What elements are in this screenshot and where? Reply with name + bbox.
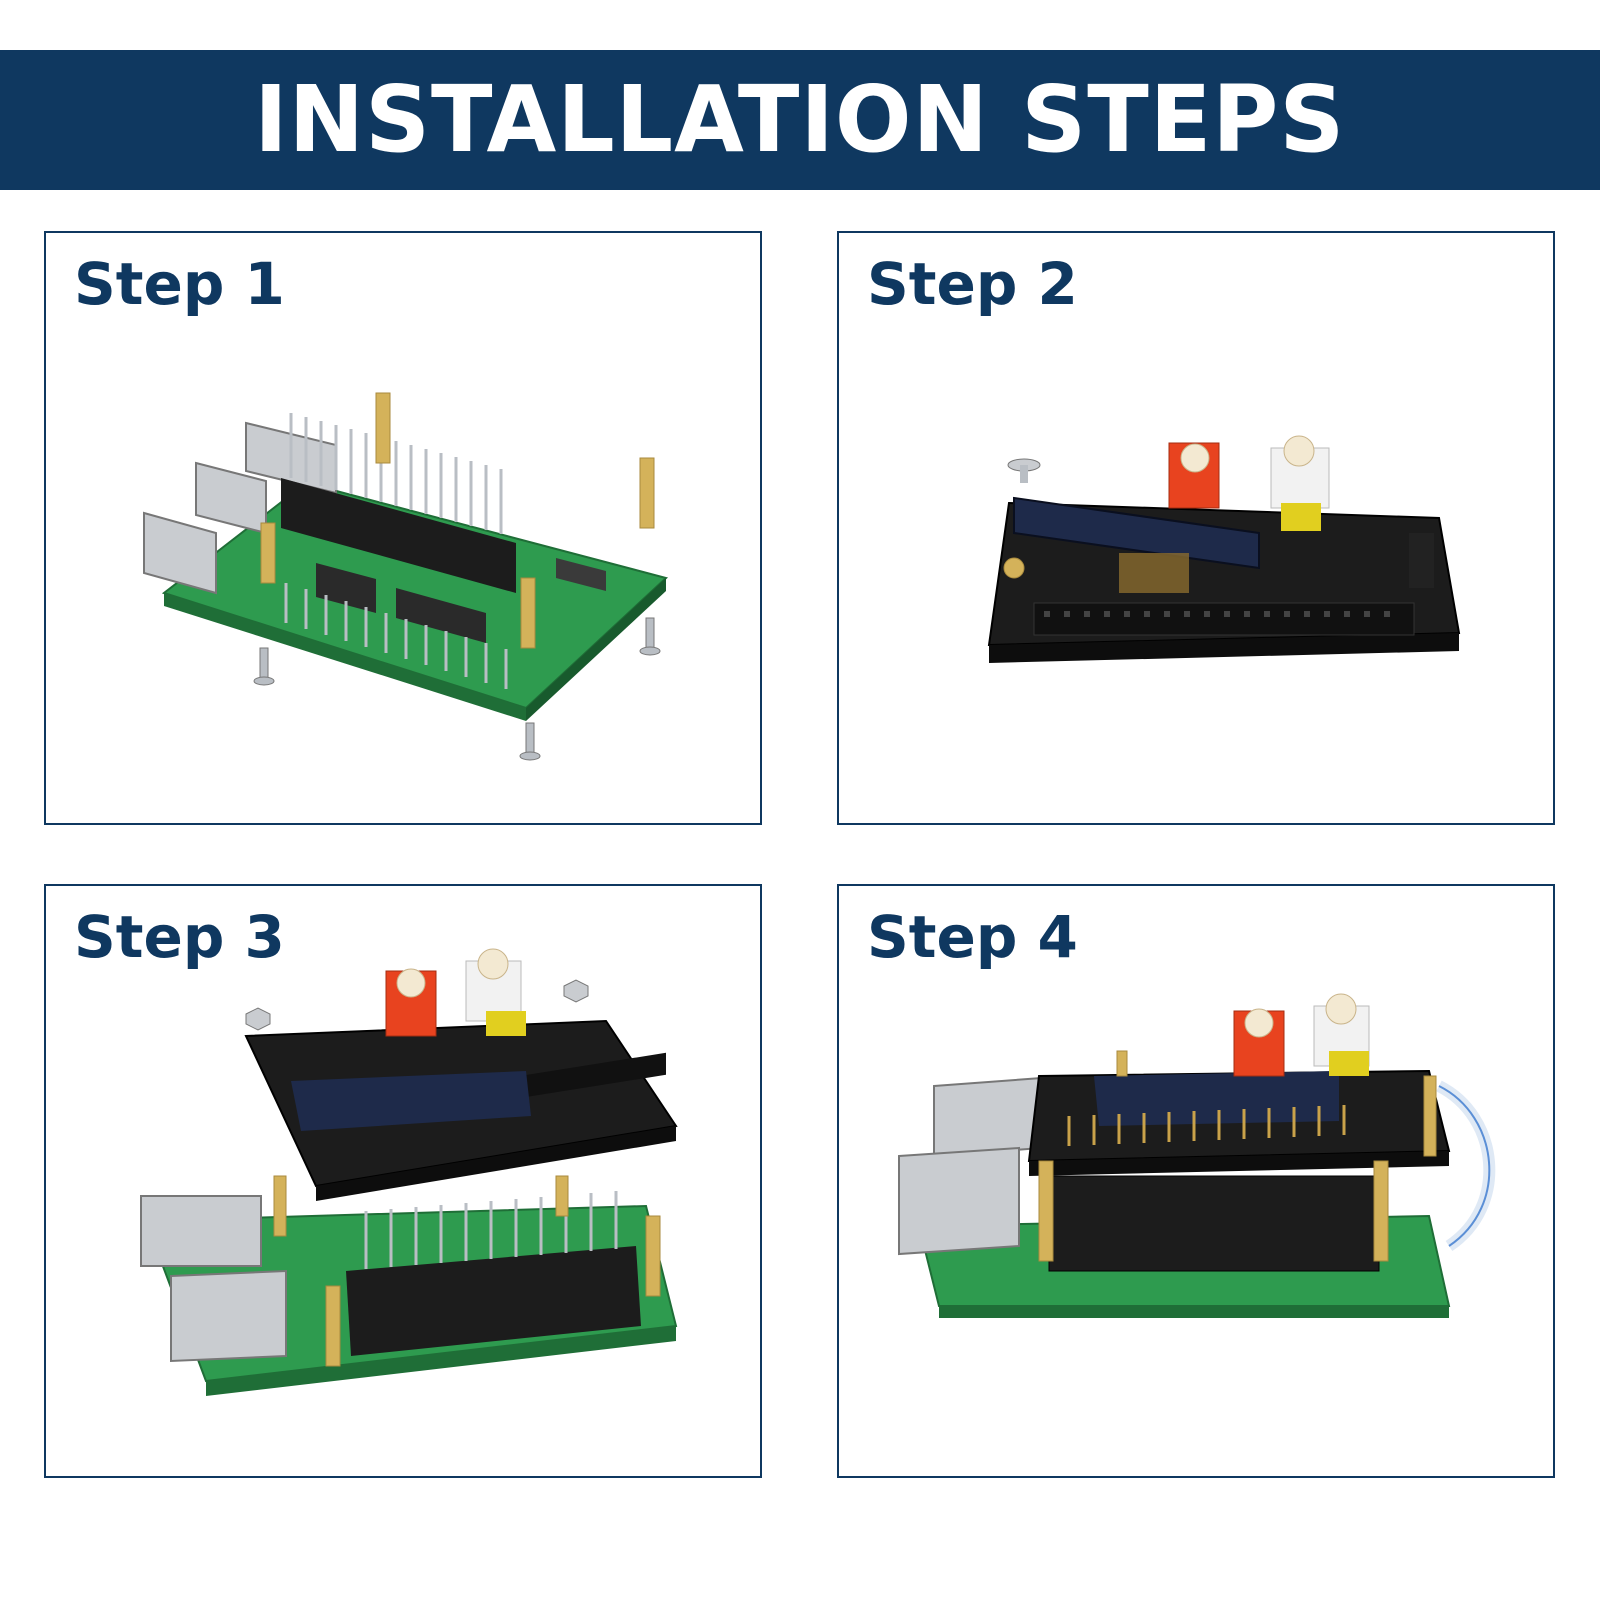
stack-exploded-illustration bbox=[140, 948, 678, 1396]
nvdac-hat-illustration bbox=[987, 435, 1461, 663]
assembled-stack-illustration bbox=[898, 993, 1496, 1318]
step-2-label: Step 2 bbox=[867, 250, 1078, 318]
step-3-label: Step 3 bbox=[74, 903, 285, 971]
page-title: INSTALLATION STEPS bbox=[254, 66, 1346, 173]
title-banner: INSTALLATION STEPS bbox=[0, 50, 1600, 190]
step-3-panel: Step 3 bbox=[44, 884, 762, 1478]
step-1-panel: Step 1 bbox=[44, 231, 762, 825]
step-4-label: Step 4 bbox=[867, 903, 1078, 971]
step-2-panel: Step 2 bbox=[837, 231, 1555, 825]
raspberry-pi-board-illustration bbox=[143, 392, 669, 761]
step-1-label: Step 1 bbox=[74, 250, 285, 318]
step-4-panel: Step 4 bbox=[837, 884, 1555, 1478]
